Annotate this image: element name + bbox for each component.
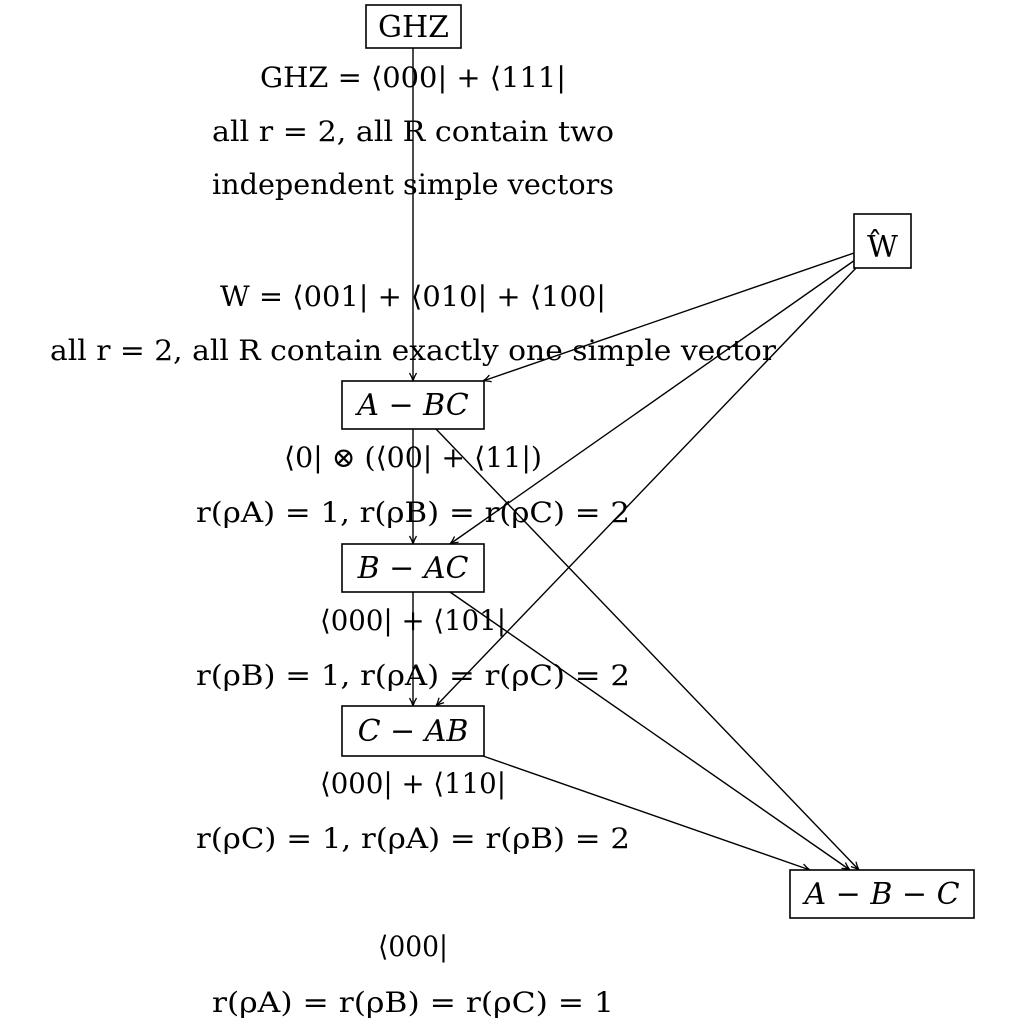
w-rank-label: all r = 2, all R contain exactly one sim… bbox=[50, 334, 777, 367]
edge-a-bc-to-a-b-c bbox=[435, 428, 860, 871]
node-a-bc-label: A − BC bbox=[354, 388, 468, 423]
w-state-label: W = ⟨001| + ⟨010| + ⟨100| bbox=[220, 280, 606, 313]
node-c-ab-label: C − AB bbox=[358, 714, 469, 749]
a-bc-caption: ⟨0| ⊗ (⟨00| + ⟨11|) r(ρA) = 1, r(ρB) = r… bbox=[196, 441, 630, 529]
b-ac-caption: ⟨000| + ⟨101| r(ρB) = 1, r(ρA) = r(ρC) =… bbox=[196, 604, 630, 692]
c-ab-rank-label: r(ρC) = 1, r(ρA) = r(ρB) = 2 bbox=[196, 822, 630, 855]
node-b-ac-label: B − AC bbox=[357, 551, 469, 586]
edges-layer bbox=[408, 48, 860, 872]
a-bc-rank-label: r(ρA) = 1, r(ρB) = r(ρC) = 2 bbox=[196, 496, 630, 529]
node-a-b-c: A − B − C bbox=[789, 869, 975, 919]
a-bc-state-label: ⟨0| ⊗ (⟨00| + ⟨11|) bbox=[284, 441, 542, 474]
edge-c-ab-to-a-b-c bbox=[482, 755, 811, 872]
a-b-c-state-label: ⟨000| bbox=[378, 930, 448, 963]
node-w-hat: W ̂ bbox=[853, 213, 912, 269]
ghz-caption: GHZ = ⟨000| + ⟨111| all r = 2, all R con… bbox=[212, 61, 614, 201]
c-ab-state-label: ⟨000| + ⟨110| bbox=[320, 767, 506, 800]
node-a-b-c-label: A − B − C bbox=[801, 877, 959, 912]
node-c-ab: C − AB bbox=[341, 705, 485, 757]
node-ghz-label: GHZ bbox=[378, 10, 449, 45]
w-caption: W = ⟨001| + ⟨010| + ⟨100| all r = 2, all… bbox=[50, 280, 777, 367]
node-a-bc: A − BC bbox=[341, 380, 485, 430]
b-ac-state-label: ⟨000| + ⟨101| bbox=[320, 604, 506, 637]
node-w-hat-label: W bbox=[867, 230, 898, 265]
a-b-c-rank-label: r(ρA) = r(ρB) = r(ρC) = 1 bbox=[212, 986, 614, 1019]
node-b-ac: B − AC bbox=[341, 543, 485, 593]
ghz-state-label: GHZ = ⟨000| + ⟨111| bbox=[260, 61, 566, 94]
ghz-vectors-label: independent simple vectors bbox=[212, 168, 614, 201]
node-ghz: GHZ bbox=[365, 4, 462, 49]
edge-w-to-b-ac bbox=[449, 259, 856, 545]
edge-w-to-c-ab bbox=[435, 266, 858, 707]
b-ac-rank-label: r(ρB) = 1, r(ρA) = r(ρC) = 2 bbox=[196, 659, 630, 692]
ghz-rank-label: all r = 2, all R contain two bbox=[212, 115, 614, 148]
c-ab-caption: ⟨000| + ⟨110| r(ρC) = 1, r(ρA) = r(ρB) =… bbox=[196, 767, 630, 855]
edge-b-ac-to-a-b-c bbox=[449, 591, 851, 871]
a-b-c-caption: ⟨000| r(ρA) = r(ρB) = r(ρC) = 1 bbox=[212, 930, 614, 1019]
edge-w-to-a-bc bbox=[482, 252, 855, 383]
